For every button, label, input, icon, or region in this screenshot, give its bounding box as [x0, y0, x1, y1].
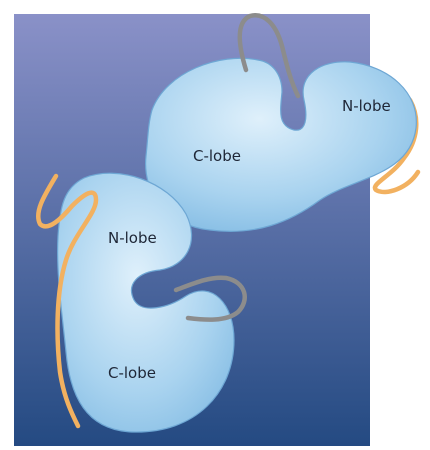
bottom-n-lobe-label: N-lobe [108, 229, 157, 247]
bottom-c-lobe-label: C-lobe [108, 364, 156, 382]
top-c-lobe-label: C-lobe [193, 147, 241, 165]
top-n-lobe-label: N-lobe [342, 97, 391, 115]
top-molecule-body [146, 58, 417, 231]
